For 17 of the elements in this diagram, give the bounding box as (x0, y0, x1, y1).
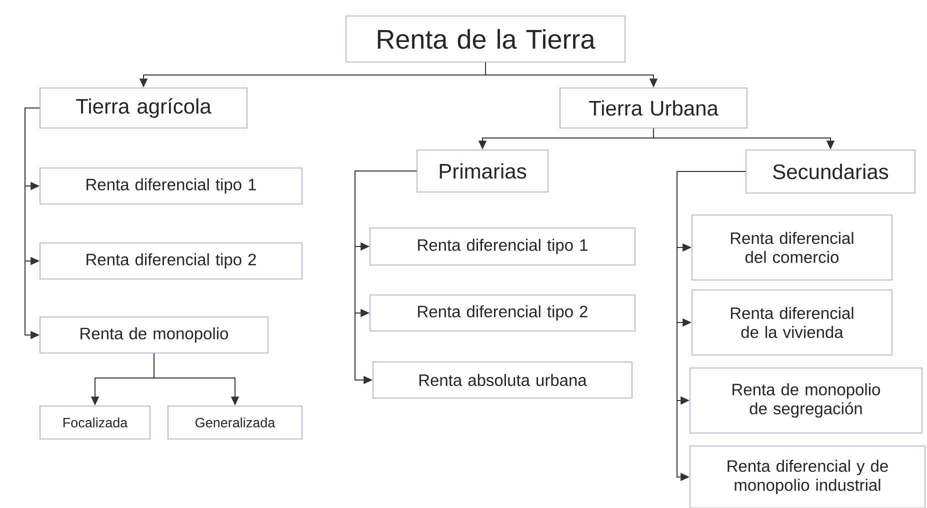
category-box: Renta de monopolio (40, 316, 268, 354)
category-box: Renta diferencial del comercio (692, 214, 892, 280)
category-box: Generalizada (168, 406, 302, 440)
category-box: Focalizada (40, 406, 150, 440)
category-box: Renta de monopolio de segregación (690, 368, 922, 434)
category-box: Renta de la Tierra (346, 16, 626, 62)
category-box: Renta diferencial tipo 2 (370, 294, 636, 332)
category-box: Renta diferencial tipo 1 (40, 168, 302, 204)
category-box: Renta diferencial y de monopolio industrial (690, 446, 926, 508)
category-box: Renta diferencial tipo 1 (370, 228, 636, 266)
category-box: Renta absoluta urbana (372, 362, 632, 398)
category-box: Secundarias (746, 150, 916, 194)
category-box: Renta diferencial de la vivienda (692, 290, 892, 356)
category-box: Tierra Urbana (560, 88, 748, 128)
category-box: Primarias (416, 150, 548, 192)
category-box: Renta diferencial tipo 2 (40, 242, 302, 280)
category-box: Tierra agrícola (40, 88, 248, 128)
